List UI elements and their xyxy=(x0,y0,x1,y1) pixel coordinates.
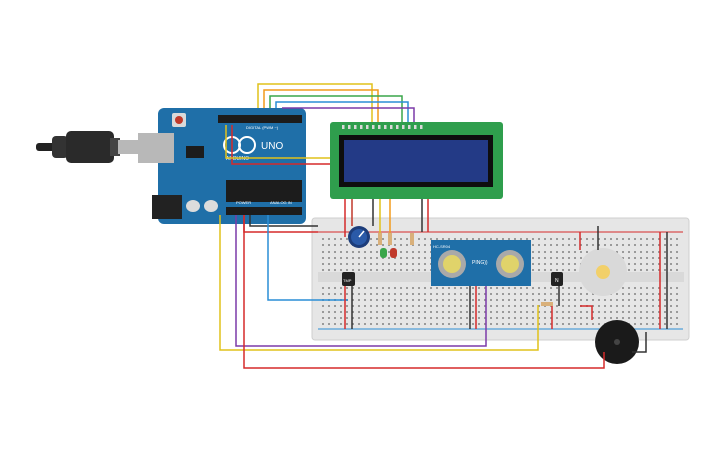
red-led[interactable] xyxy=(390,248,397,258)
wire-red-buzzer xyxy=(580,305,593,320)
transistor[interactable]: N xyxy=(551,272,563,286)
wire-green-lcd xyxy=(269,95,403,122)
resistors xyxy=(378,233,553,306)
wire-purple-long xyxy=(235,215,487,347)
leds xyxy=(380,248,397,258)
wire-purple-lcd xyxy=(282,107,415,122)
wire-yellow-lcd xyxy=(257,83,373,122)
usb-cable xyxy=(36,131,148,163)
piezo-buzzer[interactable] xyxy=(595,320,639,364)
wire-blue-temp xyxy=(267,215,348,301)
wire-blue-lcd xyxy=(275,101,409,122)
ultrasonic-ping-label: PING)) xyxy=(472,260,488,266)
arduino-power-header-label: POWER xyxy=(236,200,251,205)
wire-yellow-lcd-2 xyxy=(225,125,330,159)
wire-black-gnd xyxy=(249,215,318,227)
potentiometer[interactable] xyxy=(348,226,370,248)
ultrasonic-sensor: HC-SR04 PING)) xyxy=(431,240,531,286)
ultrasonic-model-label: HC-SR04 xyxy=(433,244,451,249)
lcd-display xyxy=(330,122,503,199)
transistor-label: N xyxy=(555,278,559,284)
arduino-analog-header-label: ANALOG IN xyxy=(270,200,292,205)
wire-yellow-long xyxy=(219,215,539,351)
arduino-brand-label: ARDUINO xyxy=(226,156,249,162)
green-led[interactable] xyxy=(380,248,387,258)
arduino-digital-header-label: DIGITAL (PWM ~) xyxy=(246,125,279,130)
wire-red-lcd xyxy=(231,125,330,165)
temp-sensor-label: TMP xyxy=(343,278,352,283)
arduino-uno: UNO ARDUINO DIGITAL (PWM ~) POWER ANALOG… xyxy=(138,108,306,224)
wires xyxy=(219,83,668,369)
wire-black-buzzer xyxy=(632,332,647,353)
temperature-sensor[interactable]: TMP xyxy=(342,272,355,286)
wire-red-long xyxy=(243,215,605,369)
dc-motor[interactable] xyxy=(579,248,627,296)
lcd-pin-header xyxy=(342,125,423,129)
arduino-model-label: UNO xyxy=(261,141,283,152)
wire-orange-lcd xyxy=(263,89,379,122)
